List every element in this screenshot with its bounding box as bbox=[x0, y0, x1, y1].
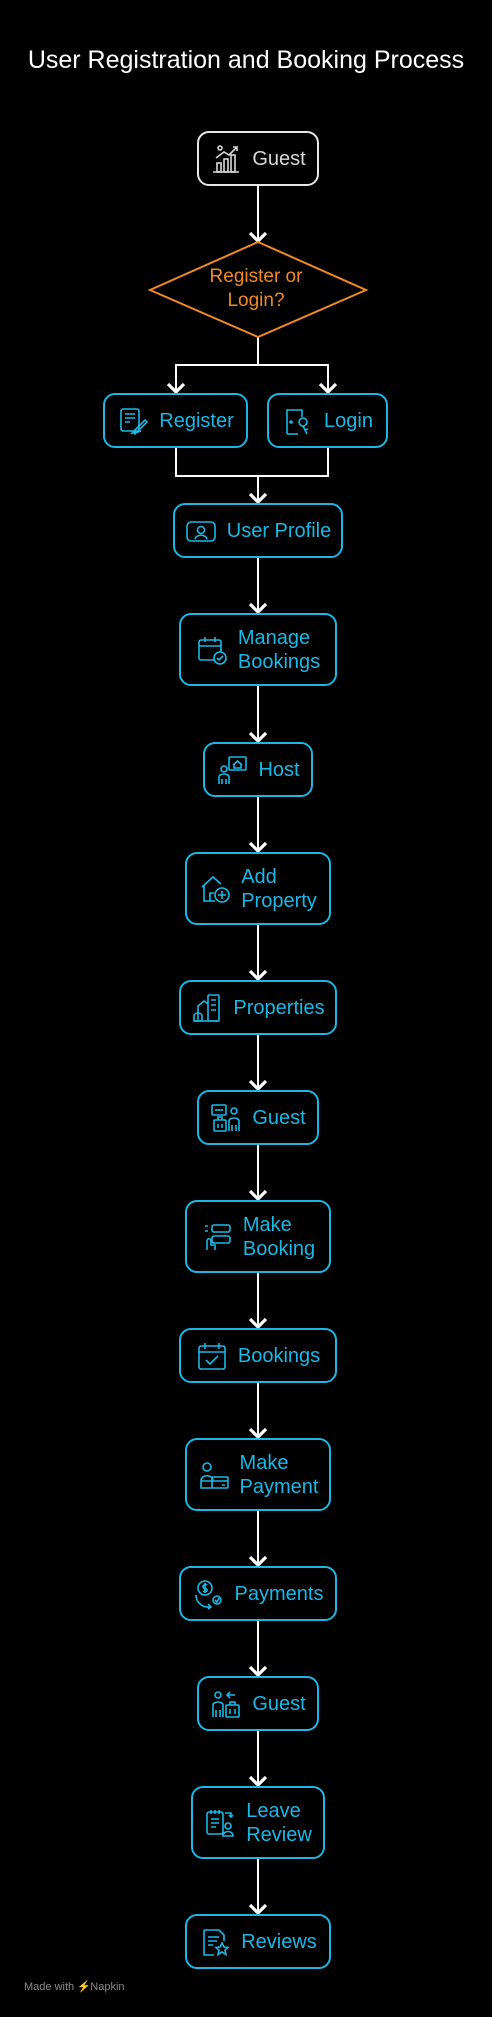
node-label: Guest bbox=[252, 147, 306, 170]
person-card-icon bbox=[199, 1461, 229, 1489]
node-label: Properties bbox=[233, 996, 325, 1019]
signup-form-icon bbox=[120, 407, 149, 435]
node-label: Payments bbox=[234, 1582, 324, 1605]
label-line-2: Booking bbox=[242, 1237, 316, 1260]
node-payments: Payments bbox=[179, 1566, 337, 1621]
node-label: Host bbox=[258, 758, 300, 781]
node-label: Reviews bbox=[241, 1930, 317, 1953]
node-label: User Profile bbox=[226, 519, 332, 542]
edge-merge bbox=[175, 448, 329, 502]
node-login: Login bbox=[267, 393, 388, 448]
credit-text: Made with bbox=[24, 1981, 75, 1993]
label-line-1: Add bbox=[241, 865, 277, 888]
node-guest-mid: Guest bbox=[197, 1090, 319, 1145]
node-label: Register bbox=[159, 409, 234, 432]
document-star-icon bbox=[203, 1928, 231, 1956]
node-guest-end: Guest bbox=[197, 1676, 319, 1731]
traveler-bags-icon bbox=[212, 1690, 241, 1718]
label-line-1: Make bbox=[242, 1213, 292, 1236]
node-label: Bookings bbox=[237, 1344, 321, 1367]
node-label: Login bbox=[324, 409, 373, 432]
node-label: Make Booking bbox=[243, 1213, 315, 1261]
profile-card-icon bbox=[185, 520, 216, 542]
traveler-luggage-icon bbox=[211, 1103, 241, 1132]
node-label: Add Property bbox=[241, 865, 317, 913]
label-line-2: Bookings bbox=[237, 650, 321, 673]
node-label: Manage Bookings bbox=[238, 626, 320, 674]
label-line-2: Property bbox=[241, 889, 317, 912]
label-line-2: Payment bbox=[239, 1475, 319, 1498]
booking-form-icon bbox=[204, 1223, 231, 1250]
napkin-credit: Made with ⚡ Napkin bbox=[24, 1980, 125, 1993]
house-plus-icon bbox=[201, 875, 231, 903]
diagram-title: User Registration and Booking Process bbox=[27, 46, 465, 74]
label-line-2: Review bbox=[246, 1823, 312, 1846]
decision-label: Register or Login? bbox=[150, 265, 362, 313]
decision-diamond bbox=[147, 240, 369, 339]
node-make-payment: Make Payment bbox=[185, 1438, 331, 1511]
calendar-check-icon bbox=[198, 636, 227, 665]
node-properties: Properties bbox=[179, 980, 337, 1035]
calendar-tick-icon bbox=[198, 1342, 226, 1370]
node-bookings: Bookings bbox=[179, 1328, 337, 1383]
label-line-1: Manage bbox=[237, 626, 311, 649]
decision-line-1: Register or bbox=[209, 266, 303, 287]
node-leave-review: Leave Review bbox=[191, 1786, 325, 1859]
node-reviews: Reviews bbox=[185, 1914, 331, 1969]
host-house-icon bbox=[218, 755, 248, 784]
napkin-logo-icon: ⚡ bbox=[77, 1981, 91, 1993]
label-line-1: Leave bbox=[246, 1799, 301, 1822]
node-manage-bookings: Manage Bookings bbox=[179, 613, 337, 686]
node-label: Guest bbox=[252, 1106, 306, 1129]
node-label: Guest bbox=[252, 1692, 306, 1715]
credit-brand: Napkin bbox=[90, 1981, 125, 1993]
node-register: Register bbox=[103, 393, 248, 448]
node-host: Host bbox=[203, 742, 313, 797]
node-label: Make Payment bbox=[240, 1451, 319, 1499]
buildings-icon bbox=[193, 993, 221, 1022]
label-line-1: Make bbox=[239, 1451, 289, 1474]
node-label: Leave Review bbox=[246, 1799, 312, 1847]
growth-person-icon bbox=[213, 144, 240, 173]
edge-decision-split bbox=[175, 337, 328, 392]
node-make-booking: Make Booking bbox=[185, 1200, 331, 1273]
review-badge-icon bbox=[206, 1809, 235, 1837]
node-guest-start: Guest bbox=[197, 131, 319, 186]
door-key-icon bbox=[286, 408, 309, 435]
coin-cycle-icon bbox=[194, 1579, 222, 1610]
decision-line-2: Login? bbox=[227, 290, 285, 311]
node-add-property: Add Property bbox=[185, 852, 331, 925]
node-user-profile: User Profile bbox=[173, 503, 343, 558]
